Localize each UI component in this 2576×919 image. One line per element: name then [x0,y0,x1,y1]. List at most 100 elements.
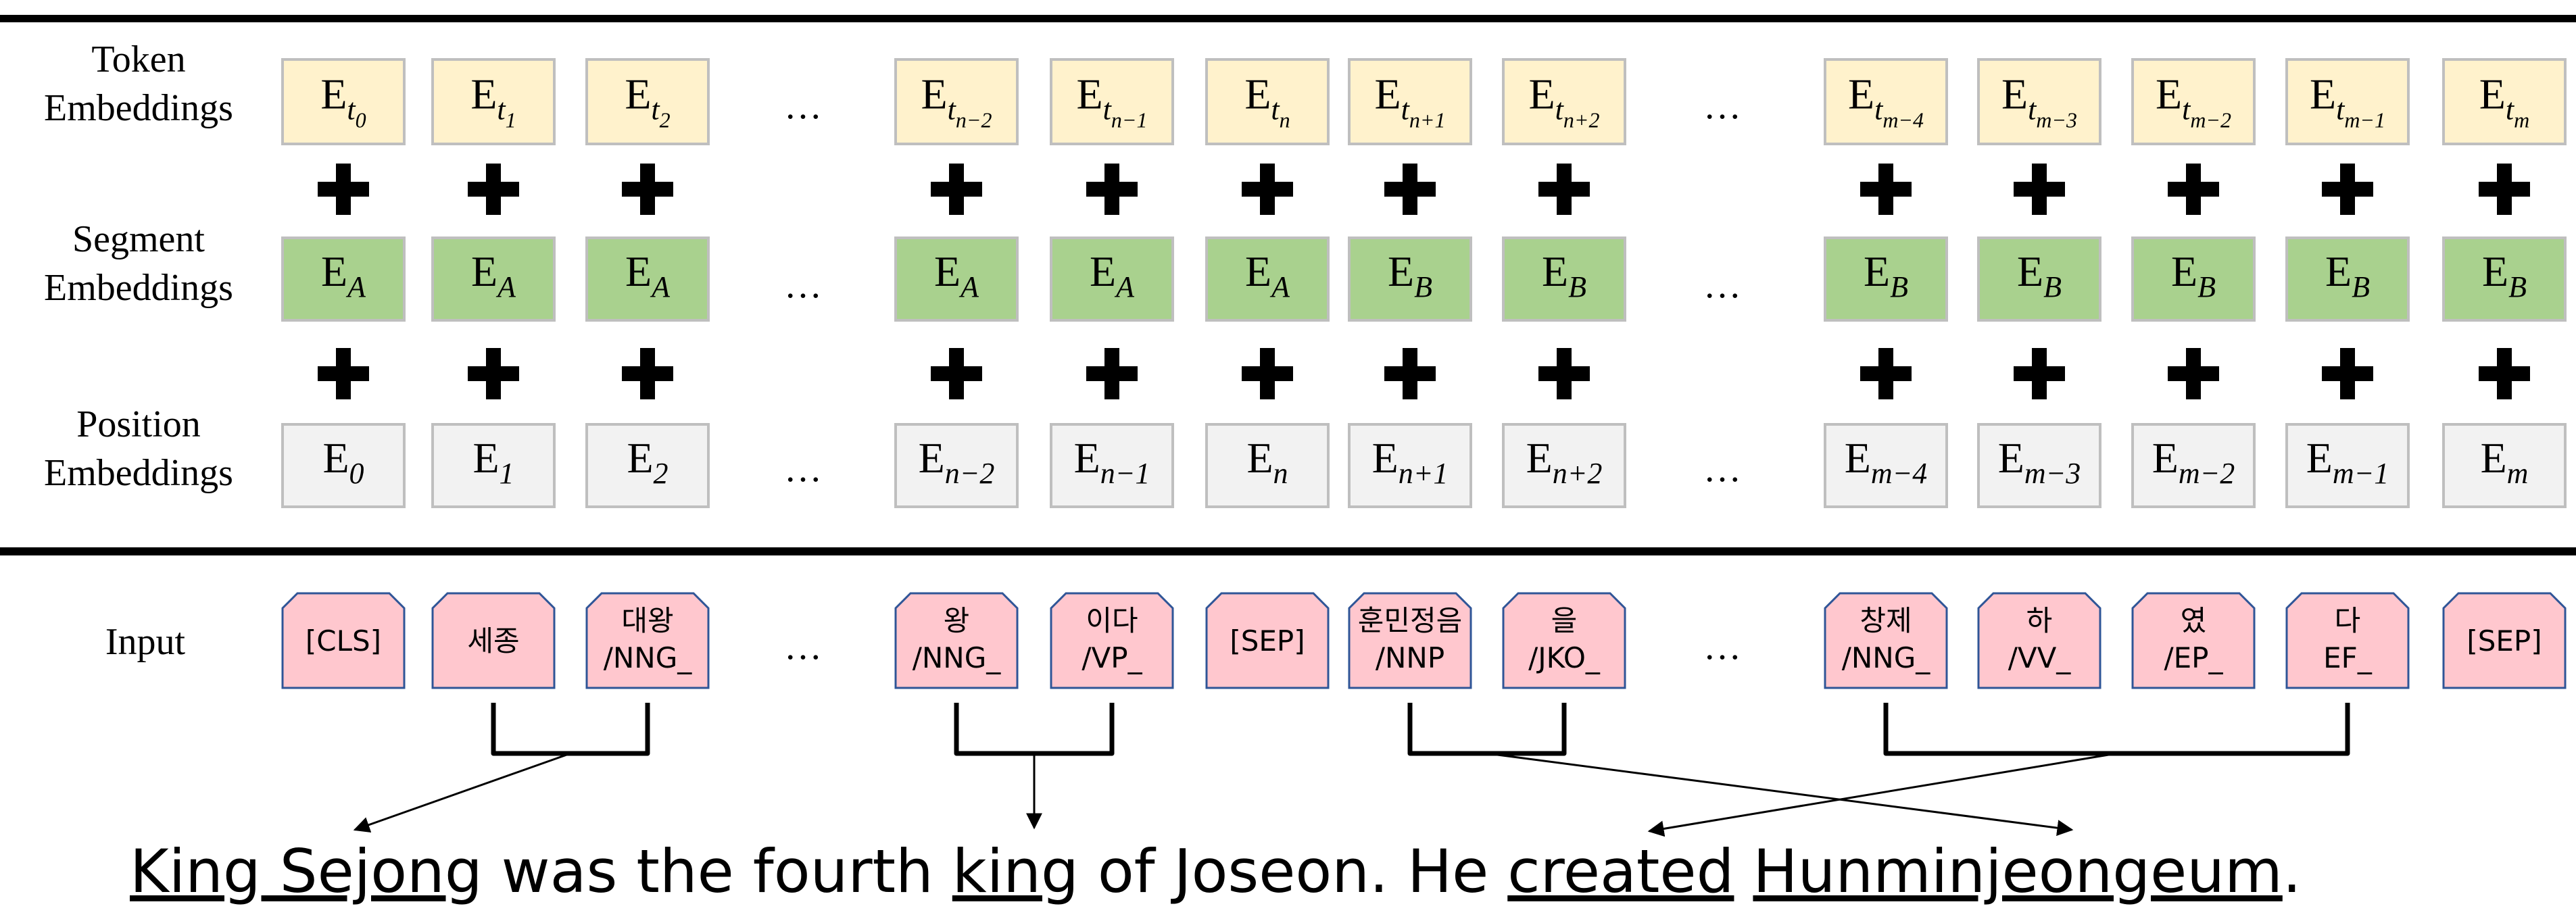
token-embedding-box: Et2 [585,58,710,145]
embedding-label: EA [471,247,516,303]
embedding-label: EA [1090,247,1135,303]
embedding-label: Et0 [320,70,366,132]
token-label-line: Embeddings [44,87,233,129]
segment-embedding-box: EB [1502,237,1626,322]
embedding-label: Etm−2 [2156,70,2231,132]
segment-embedding-box: EA [431,237,556,322]
input-token-label: 이다 [1086,604,1138,637]
grouping-bracket [491,703,650,756]
plus-icon [931,164,982,215]
input-token-label: /EP_ [2164,641,2223,674]
input-token-label: /NNG_ [604,641,693,674]
embedding-label: Etm−3 [2001,70,2077,132]
position-embedding-box: En+2 [1502,423,1626,508]
input-token-label: 세종 [467,624,519,657]
input-token: 을/JKO_ [1502,592,1626,689]
mapping-arrow [1486,752,2074,837]
input-token-label: 하 [2026,604,2053,637]
position-embedding-box: Em−1 [2285,423,2410,508]
segment-embedding-box: EB [1977,237,2101,322]
plus-icon [931,348,982,399]
sentence-text [1734,837,1753,906]
sentence-underlined-word: created [1507,837,1734,906]
grouping-bracket [1883,703,2350,756]
ellipsis: … [1703,448,1741,490]
middle-rule [0,547,2576,555]
ellipsis: … [1703,85,1741,127]
position-label-line: Embeddings [44,452,233,494]
input-token-label: [CLS] [306,624,381,657]
plus-icon [2479,348,2530,399]
plus-icon [1860,348,1912,399]
token-embedding-box: Etm−4 [1824,58,1948,145]
input-token: 창제/NNG_ [1824,592,1948,689]
input-token: 세종 [431,592,556,689]
input-token: [SEP] [1205,592,1330,689]
segment-embedding-box: EA [585,237,710,322]
ellipsis: … [1703,264,1741,306]
position-embedding-box: E0 [281,423,406,508]
token-embedding-box: Etm−1 [2285,58,2410,145]
input-token-label: 였 [2181,604,2207,637]
position-embedding-box: En−2 [894,423,1019,508]
embedding-label: EB [2171,247,2216,303]
token-label-line: Token [91,39,185,80]
input-token: 였/EP_ [2131,592,2256,689]
plus-icon [1242,348,1293,399]
segment-embedding-box: EA [281,237,406,322]
plus-icon [318,164,369,215]
input-token: 하/VV_ [1977,592,2101,689]
plus-icon [2014,164,2065,215]
ellipsis: … [784,626,822,668]
input-token-label: 대왕 [621,604,673,637]
embedding-label: EA [321,247,366,303]
input-token-label: /NNP [1376,641,1444,674]
plus-icon [1086,164,1138,215]
token-embedding-box: Etn−1 [1050,58,1174,145]
plus-icon [622,164,673,215]
segment-embedding-box: EA [1205,237,1330,322]
token-embedding-box: Etm−2 [2131,58,2256,145]
embedding-label: Etn−2 [921,70,992,132]
position-embedding-box: En+1 [1348,423,1472,508]
embedding-label: En−1 [1074,434,1150,490]
sentence-text: of Joseon. He [1079,837,1507,906]
input-token-label: /NNG_ [1842,641,1931,674]
position-label-line: Position [76,403,201,445]
input-token-label: EF_ [2323,641,2373,674]
input-token-label: 다 [2335,604,2361,637]
plus-icon [2168,164,2219,215]
position-embedding-box: Em−3 [1977,423,2101,508]
embedding-label: Em−2 [2152,434,2235,490]
token-embedding-box: Etn−2 [894,58,1019,145]
ellipsis: … [1703,626,1741,668]
segment-embedding-box: EA [1050,237,1174,322]
embedding-label: Em−1 [2306,434,2389,490]
embedding-label: Etn+1 [1375,70,1446,132]
input-token-label: 을 [1551,604,1578,637]
plus-icon [1384,348,1436,399]
plus-icon [1086,348,1138,399]
segment-embedding-box: EB [2285,237,2410,322]
segment-embedding-box: EB [1824,237,1948,322]
embedding-label: EA [625,247,671,303]
sentence-underlined-word: Hunminjeongeum [1753,837,2282,906]
input-token-label: [SEP] [2466,624,2542,657]
embedding-label: EB [2325,247,2370,303]
input-token: 훈민정음/NNP [1348,592,1472,689]
embedding-label: Etn−1 [1077,70,1148,132]
input-token-label: 훈민정음 [1358,604,1463,637]
top-rule [0,15,2576,22]
ellipsis: … [784,85,822,127]
embedding-label: EA [934,247,979,303]
embedding-label: Et2 [625,70,670,132]
embedding-label: EB [2482,247,2527,303]
position-embedding-box: E2 [585,423,710,508]
embedding-label: EB [1388,247,1432,303]
input-token: 이다/VP_ [1050,592,1174,689]
embedding-label: En [1246,434,1288,490]
